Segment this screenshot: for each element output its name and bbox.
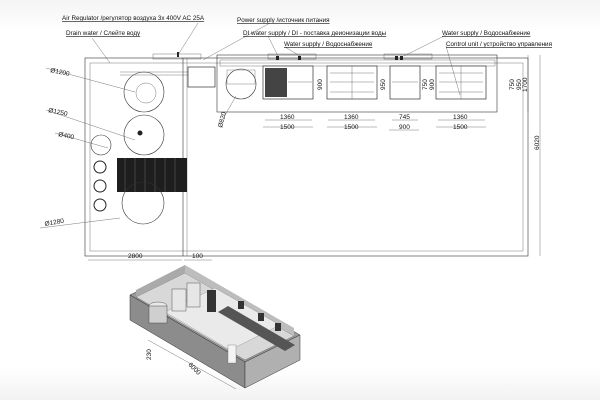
module-4-outer-dim: 1500 (453, 124, 468, 131)
module-2-inner-dim: 1360 (344, 114, 359, 121)
module-1-inner-dim: 1360 (280, 114, 295, 121)
module-3 (389, 65, 421, 100)
counter-depth-dim: 1700 (522, 77, 529, 92)
module-3-outer-dim: 900 (399, 124, 410, 131)
water-supply-label-1: Water supply / Водоснабжение (284, 40, 373, 48)
total-height-dim: 6020 (534, 135, 541, 150)
module-3-depth-dim-a: 750 (422, 79, 429, 90)
drain-water-label: Drain water / Слейте воду (66, 29, 141, 37)
power-supply-label: Power supply /источник питания (237, 17, 330, 24)
diameter-1200: Ø1200 (50, 67, 71, 78)
module-1-grid (265, 68, 287, 97)
module-2-outer-dim: 1500 (344, 124, 359, 131)
isometric-view: 6000 230 (129, 265, 301, 390)
left-width-dim: 2800 (128, 253, 143, 260)
module-2-depth-dim: 950 (380, 79, 387, 90)
iso-counter (218, 306, 295, 351)
module-4-depth-dim-b: 950 (516, 79, 523, 90)
di-water-supply-label: DI water supply / DI - поставка деиониза… (243, 30, 387, 37)
grid-mesh (226, 69, 256, 85)
iso-cabinet (207, 290, 216, 312)
roof-unit (267, 53, 317, 60)
tank-1250 (123, 114, 165, 156)
process-counter (216, 54, 498, 113)
tank-400 (90, 134, 112, 156)
module-4-depth-dim-a: 750 (509, 79, 516, 90)
building-inner-wall (89, 62, 524, 252)
control-unit-label: Control unit / устройство управления (446, 40, 552, 48)
iso-length-dim: 6000 (187, 361, 202, 376)
module-3-inner-dim: 745 (399, 114, 410, 121)
diameter-400: Ø400 (58, 131, 75, 141)
water-supply-label-2: Water supply / Водоснабжение (442, 29, 531, 37)
round-tank-820 (225, 68, 257, 100)
iso-tank (186, 282, 201, 308)
tank-1200 (123, 71, 165, 113)
iso-tank (171, 288, 187, 312)
tank-1280 (121, 181, 165, 225)
filter-housings (93, 160, 107, 212)
pipe-connectors (177, 52, 403, 60)
air-regulator-box (187, 66, 216, 88)
air-regulator-label: Air Regulator /регулятор воздуха 3х 400V… (62, 15, 205, 22)
module-3-depth-dim-b: 900 (429, 79, 436, 90)
door (227, 344, 237, 364)
module-4-inner-dim: 1360 (453, 114, 468, 121)
iso-height-dim: 230 (146, 349, 153, 360)
diameter-1250: Ø1250 (48, 107, 69, 118)
building-outline (84, 57, 529, 257)
iso-tank (148, 305, 168, 324)
module-1-outer-dim: 1500 (280, 124, 295, 131)
heat-exchanger (117, 158, 187, 192)
diameter-1280: Ø1280 (44, 218, 65, 228)
module-1-depth-dim: 900 (317, 79, 324, 90)
gap-width-dim: 100 (192, 253, 203, 260)
diameter-820: Ø820 (217, 111, 228, 129)
